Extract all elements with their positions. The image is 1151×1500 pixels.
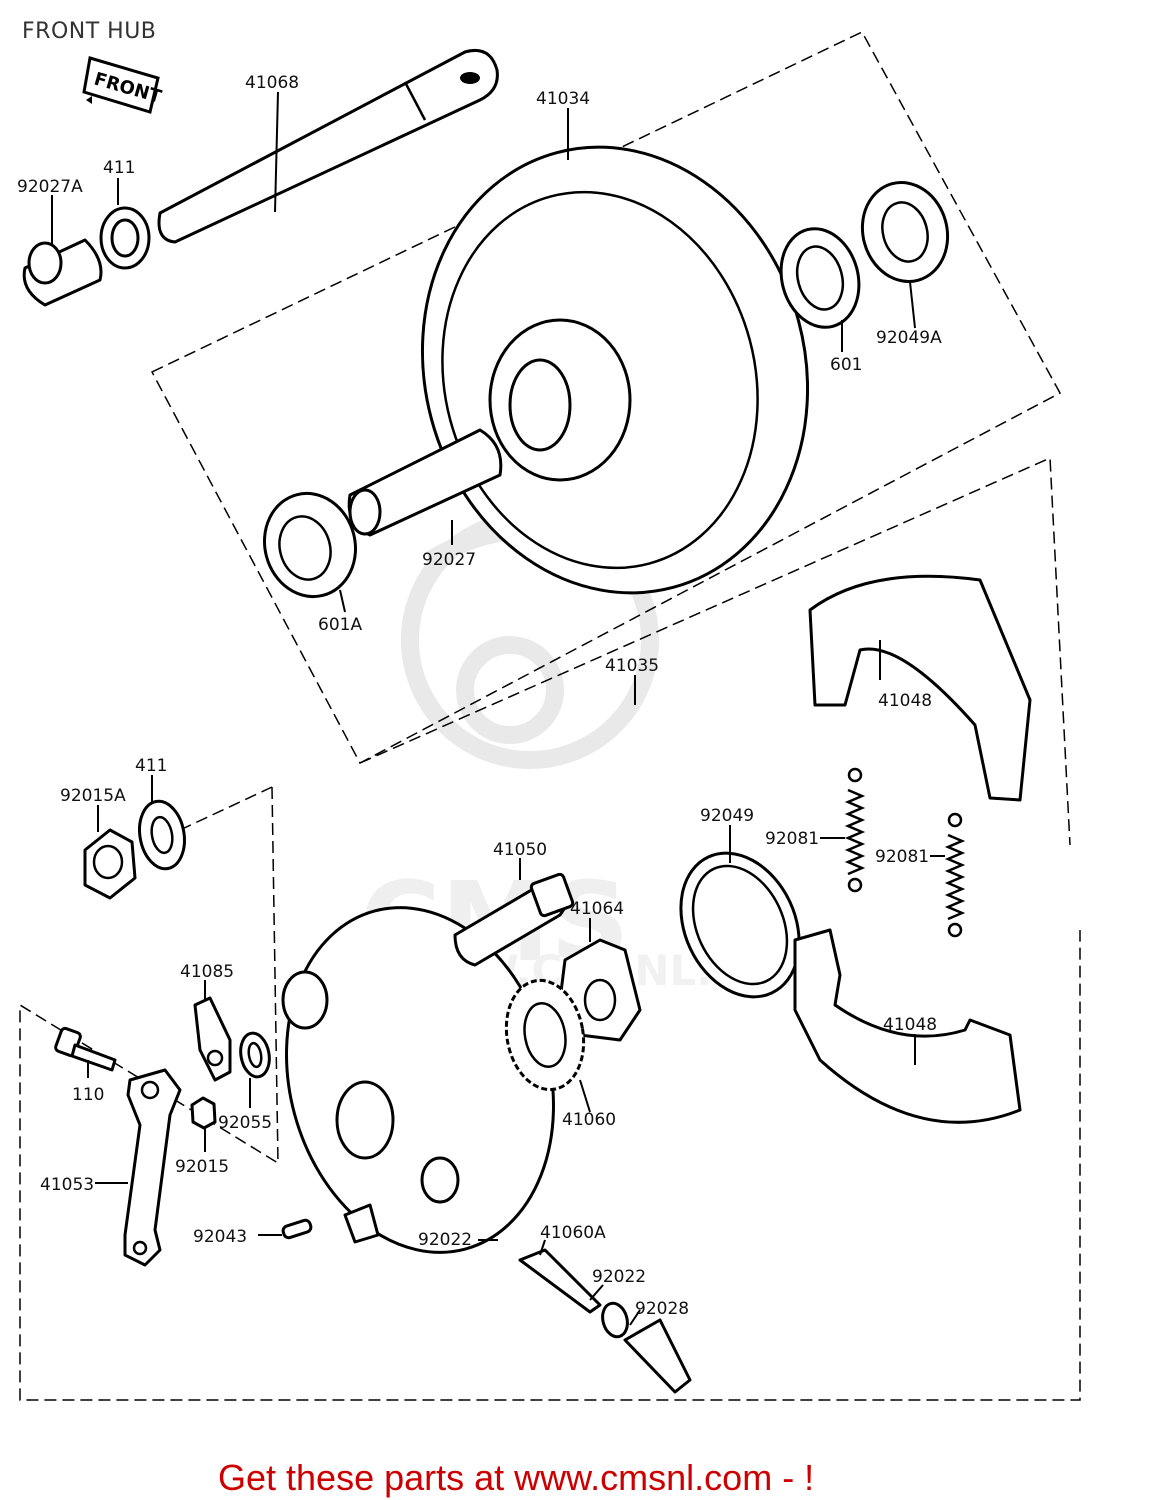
part-label-411-mid: 411	[135, 756, 167, 776]
gear-41060	[504, 978, 586, 1092]
part-label-411-top: 411	[103, 158, 135, 178]
part-label-92081-left: 92081	[765, 829, 819, 849]
brake-assembly-boundary-top-left	[179, 786, 273, 831]
part-label-41048-top: 41048	[878, 691, 932, 711]
part-label-110: 110	[72, 1085, 104, 1105]
indicator-plate-41085	[193, 996, 232, 1082]
hub-41034	[420, 145, 810, 595]
spacer-92027a	[22, 238, 103, 307]
part-label-41064: 41064	[570, 899, 624, 919]
part-label-92015a: 92015A	[60, 786, 126, 806]
washer-411-mid	[138, 799, 186, 871]
part-label-92049: 92049	[700, 806, 754, 826]
seal-411-top	[99, 206, 151, 270]
part-label-41050: 41050	[493, 840, 547, 860]
brake-assembly-boundary-upper	[359, 456, 1071, 846]
part-label-92081-right: 92081	[875, 847, 929, 867]
brake-panel	[281, 906, 555, 1254]
leader-lines	[51, 91, 945, 1326]
part-label-41048-bottom: 41048	[883, 1015, 937, 1035]
part-label-41068: 41068	[245, 73, 299, 93]
bolt-110	[54, 1026, 117, 1072]
brake-shoe-41048-bottom	[793, 928, 1022, 1124]
part-label-601a: 601A	[318, 615, 362, 635]
bearing-601	[779, 227, 861, 329]
page-title: FRONT HUB	[22, 19, 156, 44]
footer-cmsnl-link[interactable]: Get these parts at www.cmsnl.com - !	[218, 1457, 814, 1498]
front-direction-stamp: FRONT	[82, 56, 164, 114]
arrow-icon	[86, 96, 92, 104]
part-label-41060a: 41060A	[540, 1223, 606, 1243]
axle-41068	[157, 49, 499, 244]
part-label-41035: 41035	[605, 656, 659, 676]
footer-text[interactable]: Get these parts at www.cmsnl.com - !	[218, 1457, 814, 1498]
brake-lever-41053	[123, 1068, 182, 1267]
washer-92055	[239, 1031, 271, 1079]
spring-92081-right	[944, 812, 966, 938]
bearing-601a	[262, 491, 358, 599]
hub-assembly-boundary	[150, 31, 1062, 765]
part-label-92055: 92055	[218, 1113, 272, 1133]
spacer-92027	[347, 428, 503, 537]
part-label-41060: 41060	[562, 1110, 616, 1130]
part-label-92027: 92027	[422, 550, 476, 570]
spring-92081-left	[844, 767, 866, 893]
camshaft-41050	[453, 872, 575, 967]
seal-92049a	[860, 180, 950, 284]
washer-92022-right	[601, 1301, 629, 1339]
nut-92015a	[83, 828, 137, 900]
part-label-41034: 41034	[536, 89, 590, 109]
part-label-601: 601	[830, 355, 862, 375]
speedometer-drive-41060a	[518, 1248, 602, 1314]
part-label-92022-left: 92022	[418, 1230, 472, 1250]
nut-92015	[190, 1096, 217, 1130]
part-labels: 41068 41034 411 92027A 601 92049A 92027 …	[17, 73, 942, 1319]
part-label-41085: 41085	[180, 962, 234, 982]
bushing-92028	[623, 1318, 692, 1394]
part-label-92028: 92028	[635, 1299, 689, 1319]
part-label-92027a: 92027A	[17, 177, 83, 197]
brake-assembly-boundary-lower	[19, 786, 1081, 1401]
part-label-92049a: 92049A	[876, 328, 942, 348]
part-label-92022-right: 92022	[592, 1267, 646, 1287]
brake-shoe-41048-top	[808, 574, 1032, 802]
part-label-41053: 41053	[40, 1175, 94, 1195]
part-label-92015: 92015	[175, 1157, 229, 1177]
pin-92043	[281, 1218, 313, 1240]
seal-92049	[679, 851, 801, 999]
part-label-92043: 92043	[193, 1227, 247, 1247]
